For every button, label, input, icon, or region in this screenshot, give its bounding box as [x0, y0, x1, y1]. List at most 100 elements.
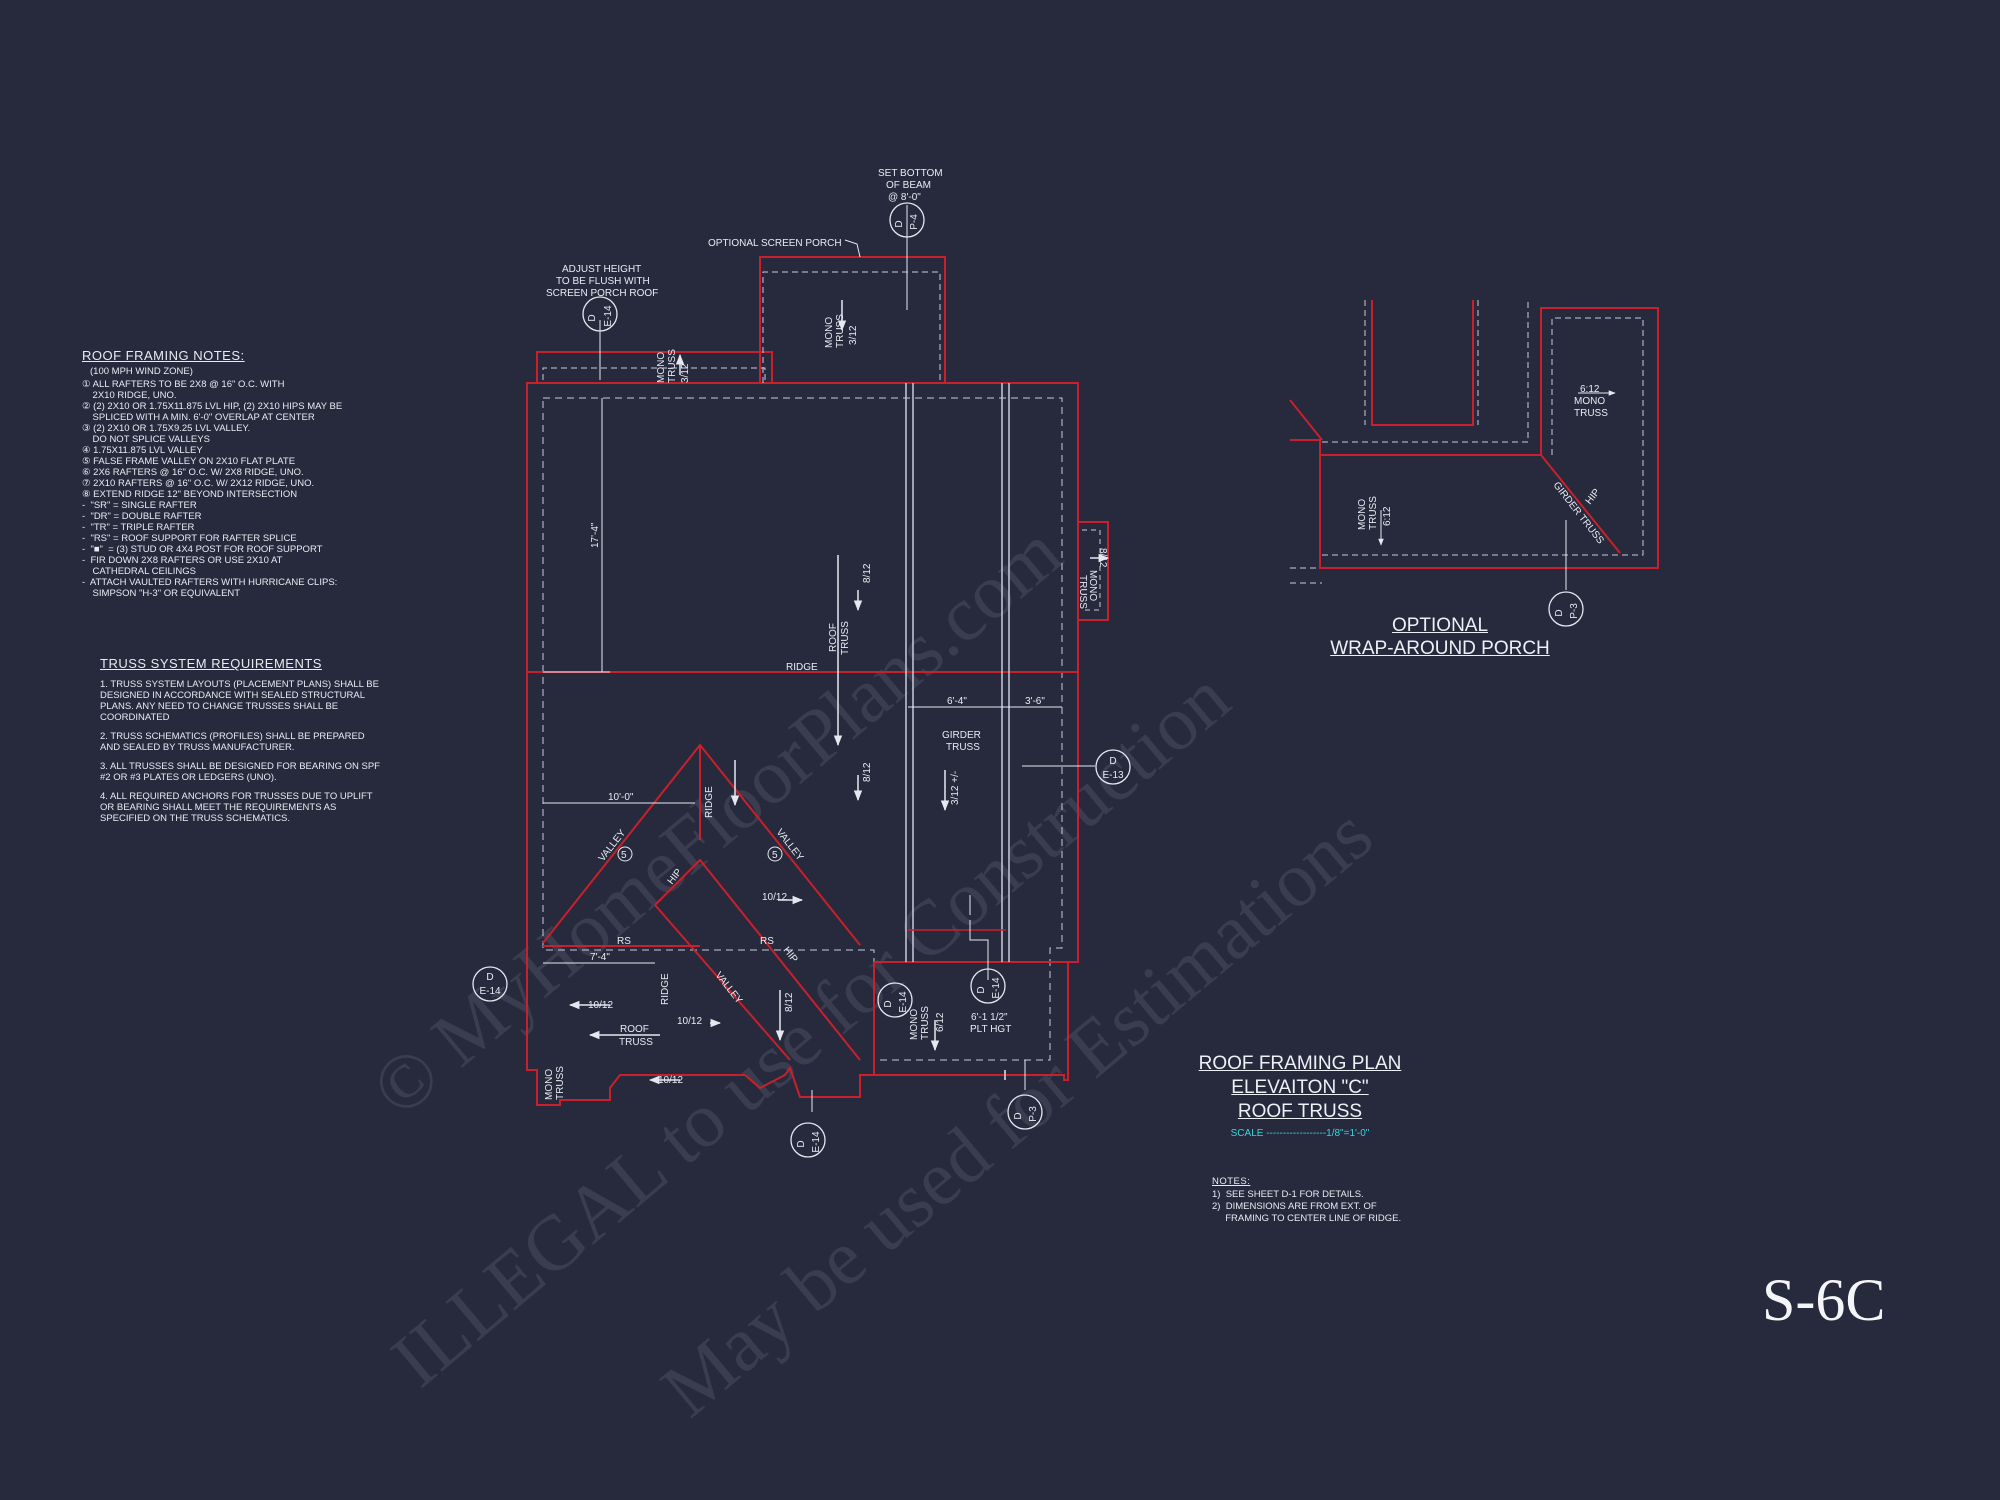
callout-9-letter: D — [1554, 609, 1565, 616]
dim-17-4: 17'-4" — [590, 522, 601, 548]
callout-7-sheet: E-14 — [811, 1131, 822, 1153]
roof-note-item: - "TR" = TRIPLE RAFTER — [82, 522, 195, 533]
right-bump — [1078, 521, 1109, 621]
pitch-porch: 3/12 — [848, 325, 859, 345]
porch-mono-v-1: MONO — [1357, 499, 1368, 530]
callout-5-letter: D — [883, 1000, 894, 1007]
roof-note-item: ④ 1.75x11.875 LVL VALLEY — [82, 445, 203, 456]
roof-notes-title: ROOF FRAMING NOTES: — [82, 348, 245, 363]
mono-truss-right-2: TRUSS — [1077, 575, 1088, 609]
pitch-right: 8/12 — [1097, 548, 1108, 568]
dim-10-0: 10'-0" — [608, 792, 634, 803]
callout-5-sheet: E-14 — [898, 991, 909, 1013]
roof-outline — [526, 382, 1079, 1106]
mono-truss-lower-1: MONO — [909, 1009, 920, 1040]
mono-truss-top-1: MONO — [656, 352, 667, 383]
mono-truss-lower-2: TRUSS — [920, 1006, 931, 1040]
pitch-10-12-d: 10/12 — [658, 1075, 683, 1086]
callout-7-letter: D — [796, 1140, 807, 1147]
roof-note-item: - FIR DOWN 2x8 RAFTERS OR USE 2x10 AT — [82, 555, 283, 566]
roof-note-item: - "DR" = DOUBLE RAFTER — [82, 511, 202, 522]
truss-system-requirements: TRUSS SYSTEM REQUIREMENTS 1. TRUSS SYSTE… — [100, 656, 380, 824]
callout-8-sheet: P-3 — [1028, 1106, 1039, 1122]
sheet-notes-list: 1) SEE SHEET D-1 FOR DETAILS. 2) DIMENSI… — [1212, 1189, 1452, 1225]
sheet-note-item: FRAMING TO CENTER LINE OF RIDGE. — [1212, 1213, 1402, 1224]
scale-label: SCALE ------------------1/8"=1'-0" — [1230, 1128, 1370, 1139]
roof-notes-list: ① ALL RAFTERS TO BE 2x8 @ 16" O.C. WITH … — [82, 379, 402, 599]
roof-note-item: - "■" = (3) STUD OR 4x4 POST FOR ROOF SU… — [82, 544, 323, 555]
watermark: © MyHomeFloorPlans.com ILLEGAL to use fo… — [355, 507, 1388, 1433]
circle-markers — [617, 846, 783, 862]
pitch-10-12-b: 10/12 — [588, 1000, 613, 1011]
watermark-line-1: © MyHomeFloorPlans.com — [355, 507, 1077, 1133]
callout-9-sheet: P-3 — [1569, 603, 1580, 619]
roof-truss-v-1: ROOF — [828, 623, 839, 652]
ridge-label-diag: RIDGE — [704, 786, 715, 818]
roof-truss-v-2: TRUSS — [840, 621, 851, 655]
porch-title: OPTIONAL WRAP-AROUND PORCH — [1300, 614, 1580, 660]
plt-hgt-2: PLT HGT — [970, 1024, 1011, 1035]
hip-label-lower: HIP — [781, 945, 800, 965]
dim-3-6: 3'-6" — [1025, 696, 1045, 707]
roof-note-item: - "RS" = ROOF SUPPORT FOR RAFTER SPLICE — [82, 533, 297, 544]
pitch-3-12-approx: 3/12 +/- — [950, 771, 961, 805]
roof-note-item: - "SR" = SINGLE RAFTER — [82, 500, 197, 511]
pitch-8-12-b: 8/12 — [862, 762, 873, 782]
valley-label-lower: VALLEY — [713, 970, 745, 1006]
adjust-height-line-1: ADJUST HEIGHT — [562, 264, 641, 275]
right-bump-dashed — [1082, 529, 1101, 611]
plt-hgt-1: 6'-1 1/2" — [971, 1012, 1008, 1023]
roof-notes-subtitle: (100 MPH WIND ZONE) — [90, 366, 193, 377]
ridge-label-main: RIDGE — [786, 662, 818, 673]
mono-truss-porch-1: MONO — [824, 317, 835, 348]
roof-note-item: SPLICED WITH A MIN. 6'-0" OVERLAP AT CEN… — [82, 412, 315, 423]
circle-num-1: 5 — [621, 850, 627, 861]
pitch-top-mono: 3/12 — [680, 363, 691, 383]
porch-title-line-1: OPTIONAL — [1391, 615, 1489, 636]
wrap-around-porch-plan — [1289, 300, 1659, 590]
porch-mono-v-2: TRUSS — [1368, 496, 1379, 530]
callout-4-sheet: E-14 — [479, 986, 501, 997]
roof-note-item: ② (2) 2x10 OR 1.75x11.875 LVL HIP, (2) 2… — [82, 401, 343, 412]
dim-6-4: 6'-4" — [947, 696, 967, 707]
callout-text: D P-4 D E-14 D E-13 D E-14 D E-14 D E-14… — [479, 214, 1580, 1153]
callout-4-letter: D — [486, 972, 493, 983]
roof-note-item: - ATTACH VAULTED RAFTERS WITH HURRICANE … — [82, 577, 338, 588]
sheet-notes: NOTES: 1) SEE SHEET D-1 FOR DETAILS. 2) … — [1212, 1176, 1452, 1225]
rs-label-left: RS — [617, 936, 631, 947]
porch-inner-red — [1289, 300, 1621, 554]
truss-req-item: 3. ALL TRUSSES SHALL BE DESIGNED FOR BEA… — [100, 761, 380, 783]
roof-note-item: ③ (2) 2x10 OR 1.75x9.25 LVL VALLEY. — [82, 423, 251, 434]
bump-dashed — [542, 367, 766, 380]
mono-truss-bottom-1: MONO — [544, 1069, 555, 1100]
roof-note-item: DO NOT SPLICE VALLEYS — [82, 434, 210, 445]
circle-num-2: 5 — [772, 850, 778, 861]
ridge-label-lower: RIDGE — [660, 973, 671, 1005]
title-line-1: ROOF FRAMING PLAN — [1198, 1053, 1402, 1074]
roof-truss-h-1: ROOF — [620, 1024, 649, 1035]
roof-note-item: CATHEDRAL CEILINGS — [82, 566, 197, 577]
girder-lines — [905, 383, 1010, 962]
mono-truss-porch-2: TRUSS — [835, 314, 846, 348]
roof-note-item: 2x10 RIDGE, UNO. — [82, 390, 177, 401]
porch-title-line-2: WRAP-AROUND PORCH — [1330, 638, 1550, 659]
sheet-notes-title: NOTES: — [1212, 1176, 1251, 1187]
mono-truss-bottom-2: TRUSS — [555, 1066, 566, 1100]
porch-mono-v-pitch: 6:12 — [1382, 506, 1393, 526]
porch-labels: 6:12 MONO TRUSS MONO TRUSS 6:12 HIP GIRD… — [1357, 384, 1608, 547]
porch-outline — [1290, 307, 1659, 569]
roof-truss-h-2: TRUSS — [619, 1037, 653, 1048]
roof-note-item: ① ALL RAFTERS TO BE 2x8 @ 16" O.C. WITH — [82, 379, 285, 390]
main-roof-plan — [526, 205, 1110, 1112]
screen-porch-dashed — [762, 271, 941, 383]
truss-req-item: 1. TRUSS SYSTEM LAYOUTS (PLACEMENT PLANS… — [100, 679, 379, 723]
inner-dashed-outline — [542, 397, 1063, 1061]
porch-mono-2: TRUSS — [1574, 408, 1608, 419]
rs-label-right: RS — [760, 936, 774, 947]
girder-truss-1: GIRDER — [942, 730, 981, 741]
callout-8-letter: D — [1013, 1112, 1024, 1119]
dim-7-4: 7'-4" — [590, 952, 610, 963]
callout-6-letter: D — [976, 986, 987, 993]
callout-2-letter: D — [587, 314, 598, 321]
